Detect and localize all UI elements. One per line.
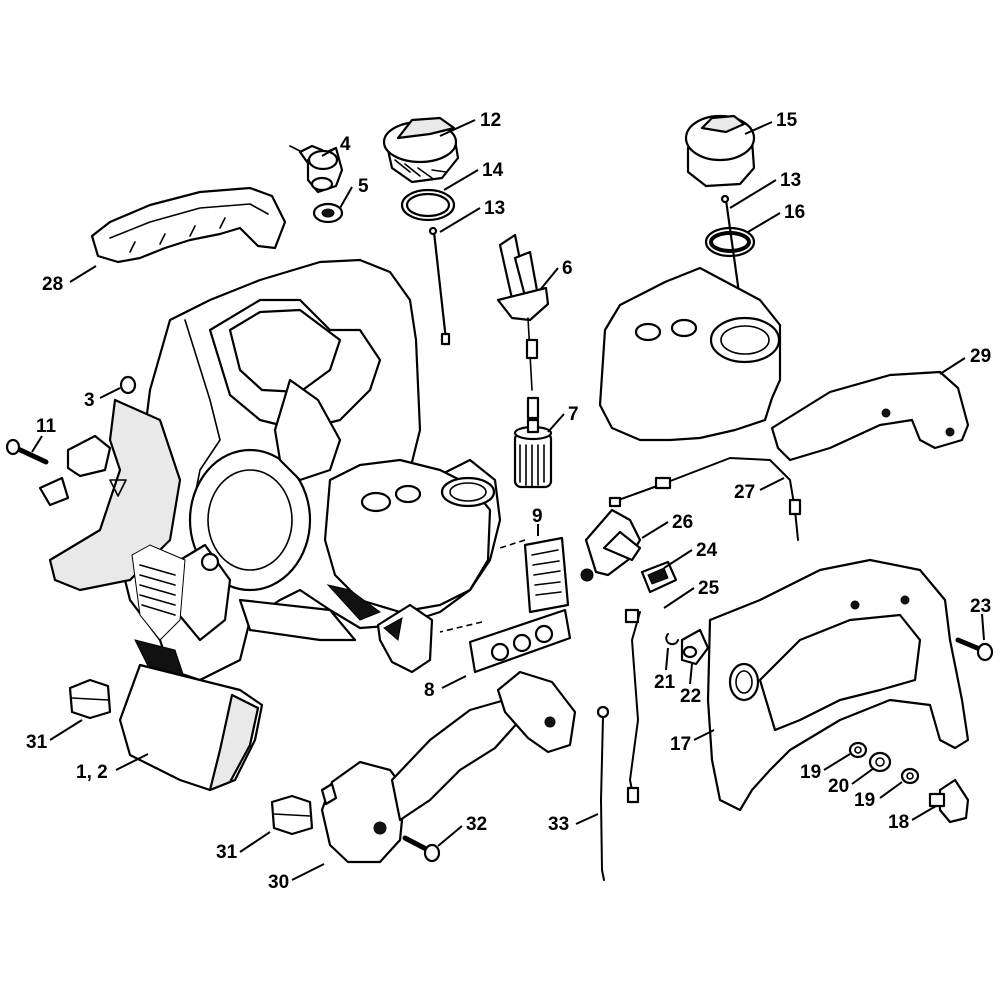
part-16-o-ring [704, 226, 756, 258]
callout-14: 14 [482, 160, 504, 181]
callout-23: 23 [970, 596, 991, 617]
callout-labels: 12 4 14 5 13 15 13 16 28 6 3 29 11 7 27 … [26, 110, 991, 893]
callout-22: 22 [680, 686, 701, 707]
callout-19-b: 19 [854, 790, 875, 811]
callout-6: 6 [562, 258, 573, 279]
callout-33: 33 [548, 814, 569, 835]
callout-11: 11 [36, 416, 57, 437]
callout-5: 5 [358, 176, 369, 197]
part-31-pad-top [68, 678, 112, 720]
part-19-washer-b [900, 767, 920, 785]
part-30-grip [320, 670, 577, 864]
callout-32: 32 [466, 814, 487, 835]
part-14-o-ring [400, 188, 456, 222]
part-7-fuel-filter [513, 418, 553, 489]
part-22-lever [680, 628, 710, 666]
callout-8: 8 [424, 680, 435, 701]
part-17-rear-handle [706, 558, 970, 812]
part-28-handle-cover [90, 186, 287, 264]
part-20-washer [868, 751, 892, 773]
part-26-trigger [580, 508, 642, 582]
callout-9: 9 [532, 506, 543, 527]
part-31-pad-bottom [270, 794, 314, 836]
callout-25: 25 [698, 578, 720, 599]
callout-13-left: 13 [484, 198, 505, 219]
part-1-2-nozzle [118, 663, 264, 792]
callout-27: 27 [734, 482, 755, 503]
callout-17: 17 [670, 734, 691, 755]
part-4-valve [289, 144, 344, 194]
part-32-screw [402, 835, 441, 863]
callout-18: 18 [888, 812, 909, 833]
callout-16: 16 [784, 202, 805, 223]
callout-13-right: 13 [780, 170, 801, 191]
part-21-clip [665, 633, 679, 646]
callout-31-bottom: 31 [216, 842, 238, 863]
dashed-arrow-9 [499, 539, 526, 549]
callout-28: 28 [42, 274, 63, 295]
part-33-wire [596, 705, 610, 881]
callout-1-2: 1, 2 [76, 762, 108, 783]
callout-26: 26 [672, 512, 693, 533]
part-29-cover [770, 370, 970, 462]
part-5-grommet [312, 202, 344, 224]
part-23-screw [955, 637, 994, 662]
part-27-cable [608, 457, 802, 541]
part-11-screw [5, 438, 49, 465]
part-3-plug [119, 375, 137, 395]
part-24-switch [640, 560, 678, 594]
callout-21: 21 [654, 672, 676, 693]
callout-7: 7 [568, 404, 579, 425]
part-8-label [468, 608, 572, 674]
callout-12: 12 [480, 110, 501, 131]
part-13-rod-left [428, 226, 451, 346]
part-6-fuel-hose [496, 233, 550, 420]
fuel-tank [598, 266, 782, 442]
callout-24: 24 [696, 540, 718, 561]
callout-4: 4 [340, 134, 351, 155]
part-12-tank-cap [382, 116, 460, 184]
dashed-arrow-8 [439, 621, 483, 633]
callout-20: 20 [828, 776, 849, 797]
callout-31-top: 31 [26, 732, 48, 753]
part-25-wire [624, 608, 641, 804]
callout-15: 15 [776, 110, 798, 131]
main-housing [38, 258, 502, 682]
part-19-washer-a [848, 741, 868, 759]
leader-lines [31, 119, 985, 881]
callout-3: 3 [84, 390, 95, 411]
part-9-label [523, 536, 570, 614]
callout-30: 30 [268, 872, 289, 893]
callout-29: 29 [970, 346, 991, 367]
part-18-knob [928, 778, 970, 824]
callout-19-a: 19 [800, 762, 821, 783]
part-15-cap [684, 114, 756, 188]
